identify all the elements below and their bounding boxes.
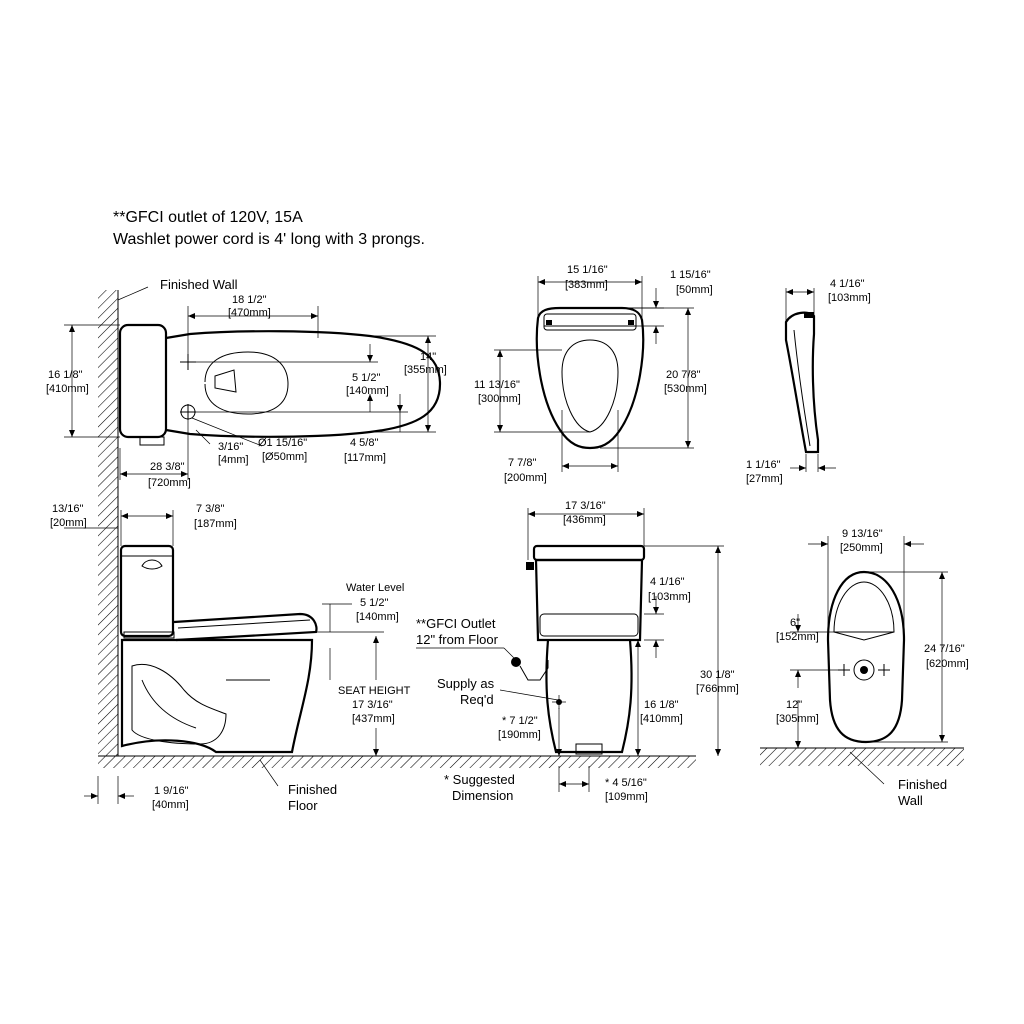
- supply-valve-icon: [552, 695, 566, 709]
- dim-383mm: [383mm]: [565, 279, 608, 291]
- finished-floor-left: [98, 755, 696, 768]
- dim-720mm: [720mm]: [148, 477, 191, 489]
- dim-17-3-16-side: 17 3/16": [352, 699, 393, 711]
- label-gfci-outlet-2: 12" from Floor: [416, 632, 499, 647]
- dim-187mm: [187mm]: [194, 518, 237, 530]
- dim-152mm: [152mm]: [776, 631, 819, 643]
- dim-355mm: [355mm]: [404, 364, 447, 376]
- dim-14: 14": [420, 351, 436, 363]
- dim-1-1-16: 1 1/16": [746, 459, 781, 471]
- finished-wall-leader: [117, 286, 149, 301]
- dim-109mm: [109mm]: [605, 791, 648, 803]
- dim-4-5-8: 4 5/8": [350, 437, 378, 449]
- dim-18-1-2: 18 1/2": [232, 294, 267, 306]
- dim-15-1-16: 15 1/16": [567, 264, 608, 276]
- label-supply-2: Req'd: [460, 692, 494, 707]
- dim-200mm: [200mm]: [504, 472, 547, 484]
- dim-27mm: [27mm]: [746, 473, 783, 485]
- dim-50mm-dia: [Ø50mm]: [262, 451, 307, 463]
- dim-3-16: 3/16": [218, 441, 243, 453]
- dim-1-9-16: 1 9/16": [154, 785, 189, 797]
- label-finished-wall-br-1: Finished: [898, 777, 947, 792]
- dim-5-1-2-top: 5 1/2": [352, 372, 380, 384]
- dim-4-1-16-front: 4 1/16": [650, 576, 685, 588]
- dim-4-5-16: * 4 5/16": [605, 777, 647, 789]
- dim-103mm-side: [103mm]: [828, 292, 871, 304]
- dim-16-1-8-top: 16 1/8": [48, 369, 83, 381]
- dim-7-1-2: * 7 1/2": [502, 715, 538, 727]
- dim-437mm: [437mm]: [352, 713, 395, 725]
- seat-top-view: [535, 306, 645, 450]
- dim-140mm-top: [140mm]: [346, 385, 389, 397]
- label-finished-floor-2: Floor: [288, 798, 318, 813]
- dim-436mm: [436mm]: [563, 514, 606, 526]
- dim-117mm: [117mm]: [344, 452, 386, 464]
- dim-410mm-top: [410mm]: [46, 383, 89, 395]
- finished-wall-right: [760, 747, 964, 766]
- note-power-cord: Washlet power cord is 4' long with 3 pro…: [113, 231, 425, 248]
- dim-13-16: 13/16": [52, 503, 84, 515]
- gfci-outlet-icon: [511, 657, 549, 681]
- dim-30-1-8: 30 1/8": [700, 669, 735, 681]
- dim-9-13-16: 9 13/16": [842, 528, 883, 540]
- dim-28-3-8: 28 3/8": [150, 461, 185, 473]
- side-view-toilet: [119, 544, 318, 754]
- dim-620mm: [620mm]: [926, 658, 969, 670]
- dim-470mm: [470mm]: [228, 307, 271, 319]
- dim-5-1-2-side: 5 1/2": [360, 597, 388, 609]
- dim-20-7-8: 20 7/8": [666, 369, 701, 381]
- top-view-toilet: [118, 323, 442, 446]
- finished-wall-left: [98, 290, 119, 756]
- label-suggested-2: Dimension: [452, 788, 513, 803]
- dim-766mm: [766mm]: [696, 683, 739, 695]
- dim-diameter: Ø1 15/16": [258, 437, 307, 449]
- seat-side-view: [784, 311, 820, 454]
- dim-103mm-front: [103mm]: [648, 591, 691, 603]
- label-supply-1: Supply as: [437, 676, 495, 691]
- back-view-toilet: [826, 570, 906, 744]
- dim-50mm: [50mm]: [676, 284, 713, 296]
- label-finished-floor-1: Finished: [288, 782, 337, 797]
- dim-40mm: [40mm]: [152, 799, 189, 811]
- label-finished-wall: Finished Wall: [160, 277, 238, 292]
- note-gfci: **GFCI outlet of 120V, 15A: [113, 209, 303, 226]
- dim-250mm: [250mm]: [840, 542, 883, 554]
- dim-140mm-side: [140mm]: [356, 611, 399, 623]
- dim-1-15-16: 1 15/16": [670, 269, 711, 281]
- dim-7-7-8: 7 7/8": [508, 457, 536, 469]
- dim-17-3-16-front: 17 3/16": [565, 500, 606, 512]
- label-suggested-1: * Suggested: [444, 772, 515, 787]
- dim-4mm: [4mm]: [218, 454, 249, 466]
- dim-190mm: [190mm]: [498, 729, 541, 741]
- dim-20mm: [20mm]: [50, 517, 87, 529]
- dim-4-1-16-side: 4 1/16": [830, 278, 865, 290]
- dim-300mm: [300mm]: [478, 393, 521, 405]
- label-seat-height: SEAT HEIGHT: [338, 685, 411, 697]
- dim-305mm: [305mm]: [776, 713, 819, 725]
- dim-6: 6": [790, 617, 800, 629]
- label-finished-wall-br-2: Wall: [898, 793, 923, 808]
- dim-530mm: [530mm]: [664, 383, 707, 395]
- dim-12: 12": [786, 699, 802, 711]
- dim-24-7-16: 24 7/16": [924, 643, 965, 655]
- label-water-level: Water Level: [346, 582, 404, 594]
- front-view-toilet: [526, 544, 646, 755]
- dim-16-1-8-front: 16 1/8": [644, 699, 679, 711]
- label-gfci-outlet-1: **GFCI Outlet: [416, 616, 496, 631]
- dim-410mm-front: [410mm]: [640, 713, 683, 725]
- dim-11-13-16: 11 13/16": [474, 379, 520, 391]
- dim-7-3-8: 7 3/8": [196, 503, 224, 515]
